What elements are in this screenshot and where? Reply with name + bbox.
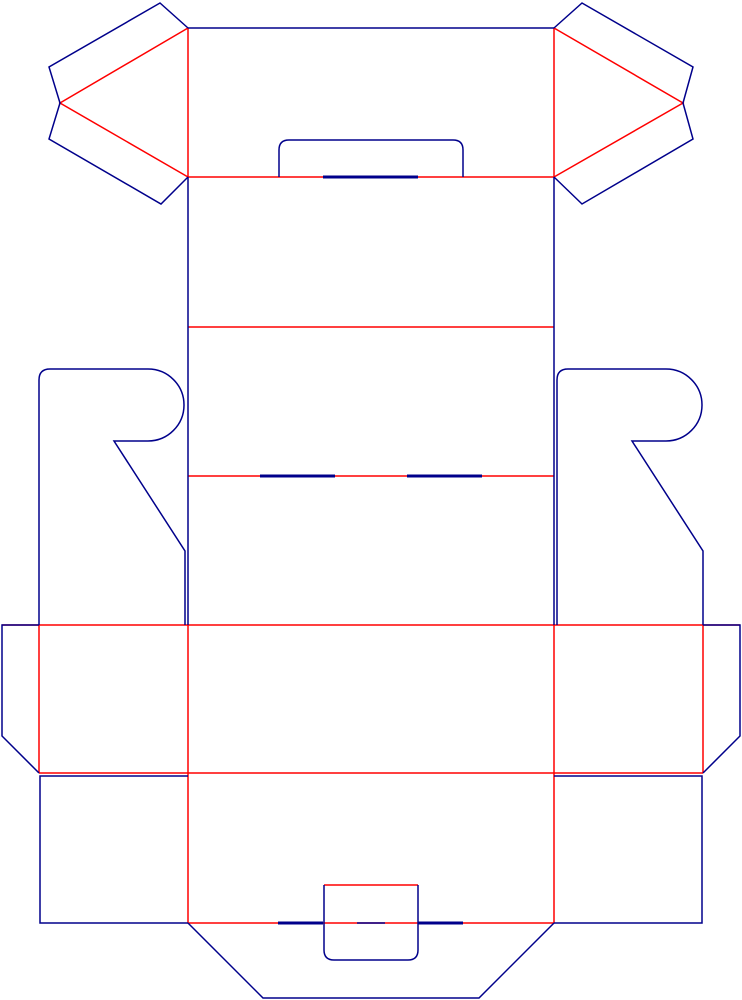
cut-bottom-flap <box>187 922 555 999</box>
cut-top-tab <box>278 139 464 177</box>
cut-bottom-tab <box>323 885 419 961</box>
fold-base-verticals <box>38 625 704 923</box>
cut-top-right-flap <box>553 2 694 205</box>
cut-left-side-flap <box>38 368 186 625</box>
fold-lines <box>2 27 740 924</box>
cut-right-side-flap <box>556 368 704 625</box>
cut-body-sides <box>187 177 555 625</box>
cut-left-outer-flap <box>1 624 40 774</box>
cut-top-left-flap <box>48 2 189 205</box>
cut-right-outer-flap <box>702 624 741 774</box>
fold-top-verticals <box>187 28 555 177</box>
cut-right-lower-panel <box>554 775 703 924</box>
cut-left-lower-panel <box>39 775 188 924</box>
